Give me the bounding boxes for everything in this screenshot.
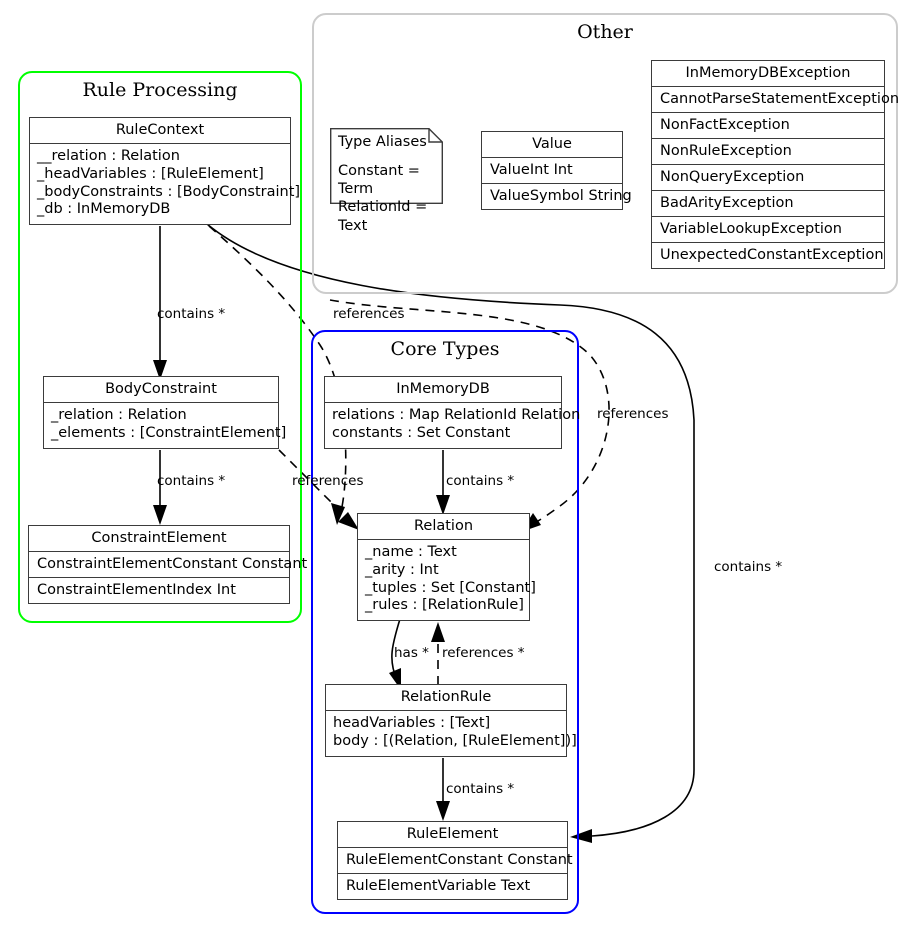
attribute: _rules : [RelationRule] xyxy=(365,597,524,614)
class-name-relation-rule: RelationRule xyxy=(326,685,566,711)
class-variant: RuleElementConstant Constant xyxy=(338,848,573,874)
class-name-rule-element: RuleElement xyxy=(338,822,567,848)
class-relation[interactable]: Relation _name : Text _arity : Int _tupl… xyxy=(357,513,536,622)
attribute: _db : InMemoryDB xyxy=(37,201,171,218)
class-name-constraint-element: ConstraintElement xyxy=(29,526,289,552)
note-spacer xyxy=(338,151,435,162)
class-body-constraint[interactable]: BodyConstraint _relation : Relation _ele… xyxy=(43,376,287,449)
class-name-value: Value xyxy=(482,132,622,158)
class-name-rule-context: RuleContext xyxy=(30,118,290,144)
edge-label-inmemorydb-relation: contains * xyxy=(446,473,515,489)
attribute: _tuples : Set [Constant] xyxy=(365,579,536,596)
package-title-rule-processing: Rule Processing xyxy=(82,79,238,101)
class-variant: ValueSymbol String xyxy=(490,188,632,204)
class-rule-context[interactable]: RuleContext __relation : Relation _headV… xyxy=(29,117,301,226)
class-name-body-constraint: BodyConstraint xyxy=(44,377,278,403)
attribute: constants : Set Constant xyxy=(332,424,511,441)
class-name-in-memory-db-exception: InMemoryDBException xyxy=(652,61,884,87)
class-attributes-body-constraint: _relation : Relation _elements : [Constr… xyxy=(44,403,287,448)
note-line: RelationId = Text xyxy=(338,199,428,234)
class-name-in-memory-db: InMemoryDB xyxy=(325,377,561,403)
attribute: headVariables : [Text] xyxy=(333,715,491,731)
package-title-other: Other xyxy=(577,21,633,43)
class-value[interactable]: Value ValueInt Int ValueSymbol String xyxy=(481,131,632,210)
attribute: _headVariables : [RuleElement] xyxy=(37,165,264,182)
attribute: _arity : Int xyxy=(365,561,439,578)
package-other: Other xyxy=(312,13,898,294)
attribute: _relation : Relation xyxy=(51,407,187,423)
package-title-core-types: Core Types xyxy=(390,338,500,360)
edge-label-rulecontext-ruleelement: contains * xyxy=(714,559,783,575)
class-variant: ConstraintElementConstant Constant xyxy=(29,552,307,578)
attribute: _name : Text xyxy=(365,544,457,560)
edge-label-relation-relationrule-has: has * xyxy=(394,645,429,661)
note-shape xyxy=(330,128,443,204)
attribute: __relation : Relation xyxy=(37,148,180,164)
class-in-memory-db-exception[interactable]: InMemoryDBException CannotParseStatement… xyxy=(651,60,899,269)
class-in-memory-db[interactable]: InMemoryDB relations : Map RelationId Re… xyxy=(324,376,581,449)
class-rule-element[interactable]: RuleElement RuleElementConstant Constant… xyxy=(337,821,573,900)
package-core-types: Core Types xyxy=(311,330,579,914)
class-constraint-element[interactable]: ConstraintElement ConstraintElementConst… xyxy=(28,525,307,604)
attribute: relations : Map RelationId Relation xyxy=(332,407,581,423)
attribute: _bodyConstraints : [BodyConstraint] xyxy=(37,183,301,200)
note-title: Type Aliases xyxy=(338,134,427,150)
edge-label-bodyconstraint-constraintelement: contains * xyxy=(157,473,226,489)
class-attributes-rule-context: __relation : Relation _headVariables : [… xyxy=(30,144,301,224)
class-attributes-relation: _name : Text _arity : Int _tuples : Set … xyxy=(358,540,536,620)
class-variant: RuleElementVariable Text xyxy=(346,878,531,894)
class-variant: VariableLookupException xyxy=(652,217,884,243)
edge-label-rulecontext-relation: references xyxy=(333,306,405,322)
class-variant: CannotParseStatementException xyxy=(652,87,899,113)
class-relation-rule[interactable]: RelationRule headVariables : [Text] body… xyxy=(325,684,577,757)
edge-label-relationrule-relation-references: references * xyxy=(442,645,525,661)
edge-label-relationrule-ruleelement: contains * xyxy=(446,781,515,797)
attribute: body : [(Relation, [RuleElement])] xyxy=(333,732,577,749)
class-attributes-in-memory-db: relations : Map RelationId Relation cons… xyxy=(325,403,581,448)
class-attributes-relation-rule: headVariables : [Text] body : [(Relation… xyxy=(326,711,577,756)
class-variant: ConstraintElementIndex Int xyxy=(37,582,236,598)
edge-label-rulecontext-bodyconstraint: contains * xyxy=(157,306,226,322)
class-variant: NonFactException xyxy=(652,113,884,139)
attribute: _elements : [ConstraintElement] xyxy=(51,424,287,441)
class-variant: NonRuleException xyxy=(652,139,884,165)
package-rule-processing: Rule Processing xyxy=(18,71,302,623)
class-variant: ValueInt Int xyxy=(482,158,622,184)
edge-label-relationrule-relation-loop: references xyxy=(597,406,669,422)
class-variant: UnexpectedConstantException xyxy=(660,247,884,263)
class-variant: BadArityException xyxy=(652,191,884,217)
note-body: Type Aliases Constant = Term RelationId … xyxy=(330,128,443,241)
class-name-relation: Relation xyxy=(358,514,529,540)
edge-label-bodyconstraint-relation: references xyxy=(292,473,364,489)
class-variant: NonQueryException xyxy=(652,165,884,191)
note-line: Constant = Term xyxy=(338,163,420,198)
note-type-aliases: Type Aliases Constant = Term RelationId … xyxy=(330,128,443,234)
